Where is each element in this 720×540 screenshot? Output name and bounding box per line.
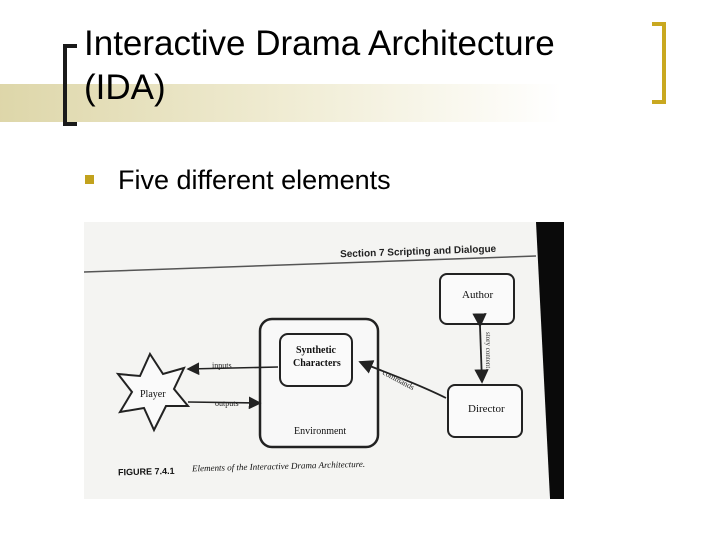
- ida-figure: Section 7 Scripting and Dialogue Author …: [84, 222, 564, 499]
- bullet-marker: [85, 175, 94, 184]
- player-star: [115, 351, 191, 433]
- slide-title: Interactive Drama Architecture (IDA): [84, 24, 555, 107]
- figure-caption-text: Elements of the Interactive Drama Archit…: [191, 459, 365, 474]
- synthetic-label-line2: Characters: [293, 358, 341, 369]
- synthetic-label-line1: Synthetic: [296, 345, 337, 356]
- outputs-label: outputs: [215, 399, 239, 408]
- director-box: [447, 384, 523, 438]
- environment-label: Environment: [294, 426, 346, 437]
- director-label: Director: [468, 403, 505, 415]
- author-label: Author: [462, 289, 494, 301]
- outputs-arrow: [187, 396, 262, 410]
- figure-header: Section 7 Scripting and Dialogue: [340, 244, 497, 260]
- player-label: Player: [140, 389, 166, 400]
- right-bracket-decoration: [652, 22, 666, 104]
- bullet-text: Five different elements: [118, 165, 391, 195]
- synthetic-characters-box: [279, 333, 353, 387]
- story-content-label: story content: [484, 332, 492, 368]
- left-bracket-decoration: [63, 44, 77, 126]
- story-content-arrow: [472, 313, 489, 384]
- decorative-band: [0, 84, 720, 122]
- figure-caption-label: FIGURE 7.4.1: [118, 466, 175, 477]
- inputs-label: inputs: [212, 361, 232, 370]
- commands-arrow: [358, 360, 447, 399]
- inputs-arrow: [186, 362, 279, 376]
- header-rule: [84, 255, 537, 273]
- figure-dark-edge: [536, 222, 564, 499]
